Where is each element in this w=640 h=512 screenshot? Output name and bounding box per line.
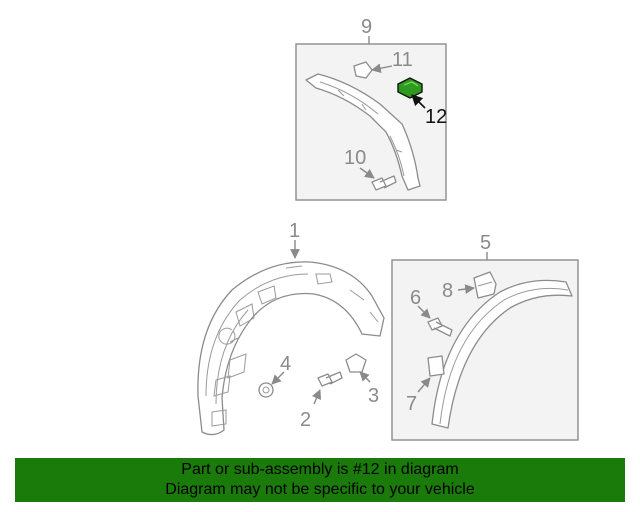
leader-6 [417,305,431,319]
leader-4 [271,371,285,385]
callout-5: 5 [480,232,491,254]
clip-part-11 [353,61,373,79]
callout-7: 7 [406,393,417,415]
leader-11 [371,63,393,74]
callout-4: 4 [280,353,291,375]
bracket-part [305,73,421,191]
nut-part-4 [258,382,274,398]
banner-line-1: Part or sub-assembly is #12 in diagram [181,461,459,478]
callout-11: 11 [392,49,413,71]
leader-8 [457,284,475,294]
callout-8: 8 [442,280,453,302]
arch-molding-part [431,279,573,429]
screw-part-2 [317,371,343,387]
callout-6: 6 [410,287,421,309]
screw-part-6 [427,317,453,337]
callout-12: 12 [425,106,447,128]
callout-10: 10 [344,147,366,169]
leader-10 [359,167,375,179]
highlighted-part-12 [397,77,423,99]
callout-3: 3 [368,385,379,407]
leader-3 [359,371,371,383]
leader-12 [411,94,426,109]
clip-part-8 [473,271,497,299]
fender-liner-part-1 [197,261,385,436]
banner-line-2: Diagram may not be specific to your vehi… [165,481,475,498]
info-banner: Part or sub-assembly is #12 in diagram D… [15,458,625,502]
leader-7 [417,377,431,393]
leader-2 [312,389,322,405]
callout-9: 9 [361,16,372,38]
clip-part-7 [427,355,445,377]
callout-1: 1 [289,220,300,242]
clip-part-3 [345,353,367,373]
callout-2: 2 [300,409,311,431]
screw-part-10 [371,175,397,191]
